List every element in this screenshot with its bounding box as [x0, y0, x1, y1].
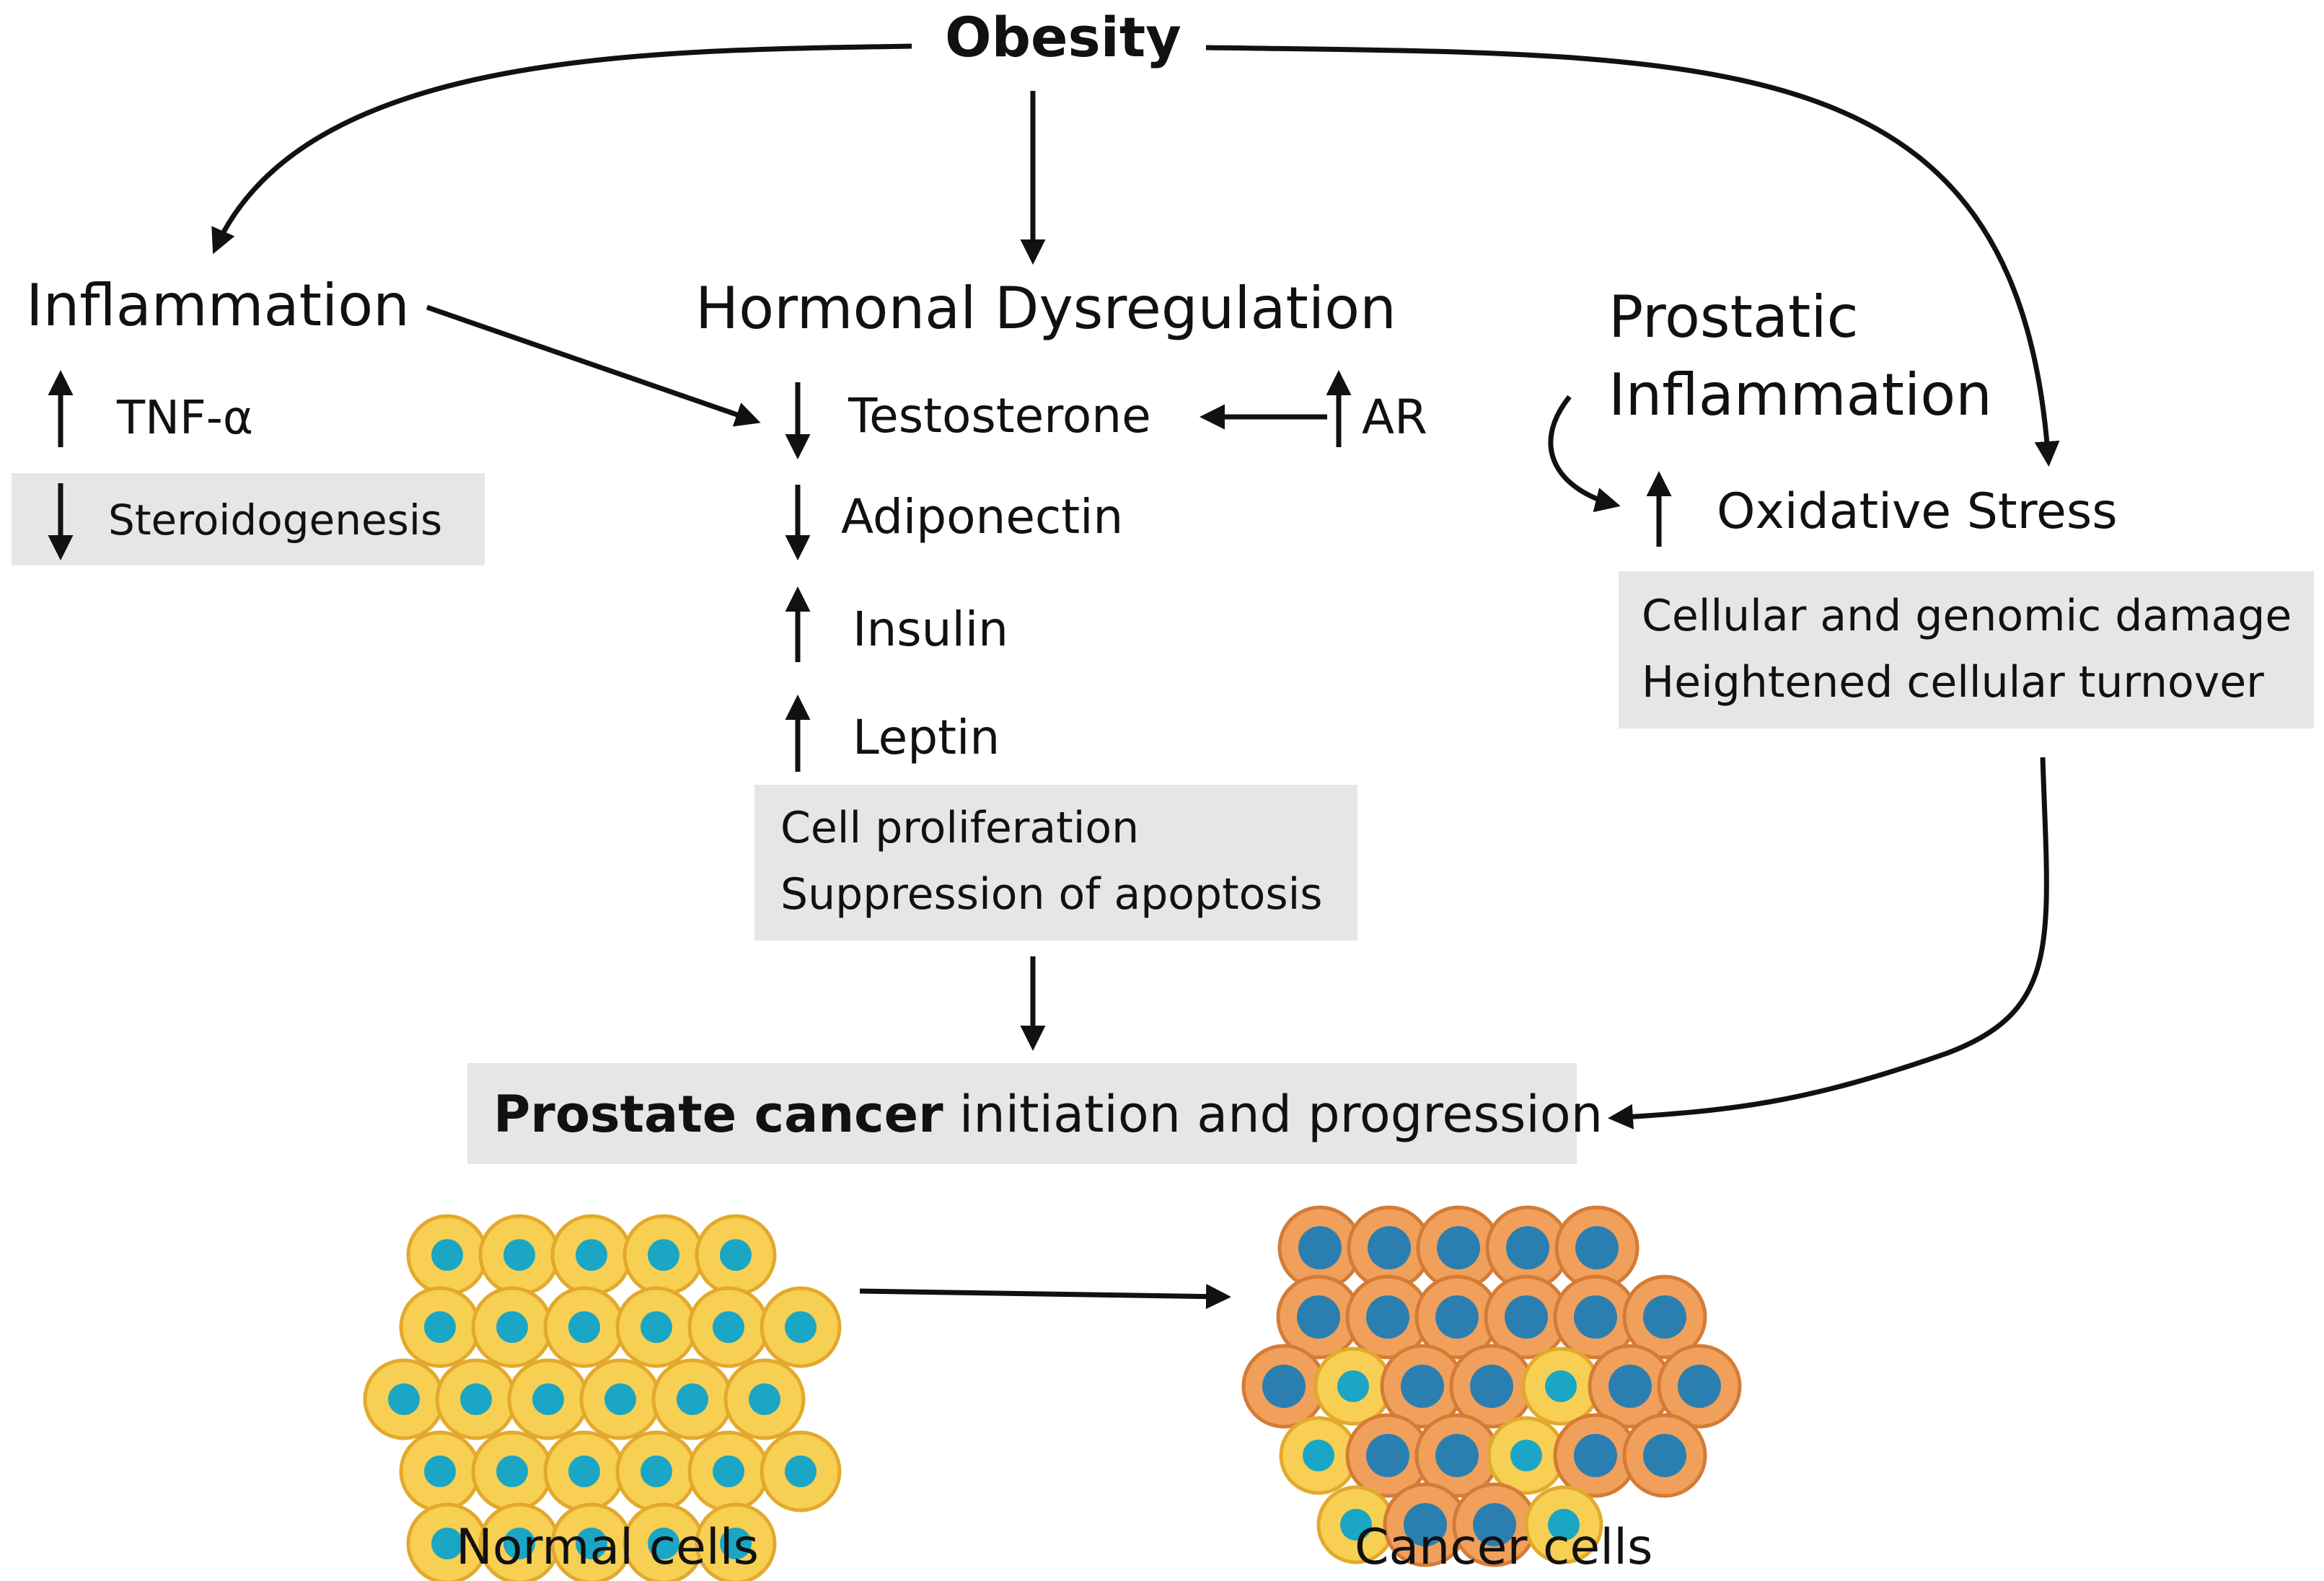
cancer-cell-nucleus — [1366, 1434, 1409, 1477]
normal-cell-nucleus — [720, 1528, 752, 1559]
genomic-damage-text: Cellular and genomic damage — [1642, 591, 2292, 641]
normal-cell-nucleus — [749, 1383, 780, 1415]
prostatic-heading-line1: Prostatic — [1608, 283, 1859, 351]
steroidogenesis-box — [12, 473, 485, 565]
cancer-cell-nucleus — [1575, 1226, 1619, 1269]
testosterone-label: Testosterone — [848, 388, 1151, 444]
cancer-cell-nucleus — [1643, 1434, 1686, 1477]
normal-cell-nucleus — [1303, 1440, 1334, 1471]
cancer-cell-nucleus — [1473, 1503, 1516, 1546]
normal-cell-nucleus — [431, 1528, 463, 1559]
normal-cell-nucleus — [1337, 1370, 1369, 1402]
cancer-cell-nucleus — [1506, 1226, 1549, 1269]
cancer-cell-nucleus — [1368, 1226, 1411, 1269]
oxidative-stress-label: Oxidative Stress — [1717, 483, 2118, 540]
hormonal-heading: Hormonal Dysregulation — [695, 275, 1396, 342]
arrow-normal-to-cancer — [859, 1284, 1231, 1310]
normal-cell-nucleus — [424, 1456, 456, 1487]
arrow-prostatic-box-to-outcome — [1608, 757, 2049, 1129]
adiponectin-label: Adiponectin — [841, 489, 1124, 545]
normal-cell-nucleus — [424, 1311, 456, 1343]
cancer-cell-nucleus — [1643, 1295, 1686, 1339]
normal-cell-nucleus — [1510, 1440, 1542, 1471]
normal-cell-nucleus — [576, 1239, 607, 1271]
normal-cell-nucleus — [431, 1239, 463, 1271]
ar-label: AR — [1362, 389, 1428, 445]
cancer-cell-nucleus — [1298, 1226, 1342, 1269]
leptin-label: Leptin — [853, 710, 1000, 765]
cancer-cell-nucleus — [1401, 1365, 1444, 1408]
insulin-label: Insulin — [853, 602, 1009, 657]
prostatic-effects-box — [1619, 571, 2314, 728]
normal-cell-nucleus — [496, 1311, 528, 1343]
cancer-cell-nucleus — [1505, 1295, 1548, 1339]
cancer-cells-cluster — [1241, 1205, 1742, 1567]
normal-cell-nucleus — [648, 1239, 679, 1271]
normal-cell-nucleus — [496, 1456, 528, 1487]
prostatic-heading-line2: Inflammation — [1608, 361, 1992, 428]
steroidogenesis-label: Steroidogenesis — [108, 496, 443, 545]
normal-cell-nucleus — [568, 1311, 600, 1343]
cell-proliferation-text: Cell proliferation — [780, 803, 1140, 853]
cancer-cell-nucleus — [1404, 1503, 1447, 1546]
outcome-box — [467, 1063, 1577, 1164]
cancer-cell-nucleus — [1470, 1365, 1513, 1408]
normal-cell-nucleus — [677, 1383, 708, 1415]
cellular-turnover-text: Heightened cellular turnover — [1642, 657, 2264, 708]
cancer-cell-nucleus — [1435, 1434, 1479, 1477]
arrow-obesity-to-oxidative — [1205, 45, 2060, 467]
cancer-cell-nucleus — [1297, 1295, 1340, 1339]
normal-cell-nucleus — [532, 1383, 564, 1415]
outcome-rest: initiation and progression — [943, 1085, 1603, 1144]
normal-cell-nucleus — [641, 1311, 672, 1343]
normal-cell-nucleus — [460, 1383, 492, 1415]
normal-cell-nucleus — [785, 1311, 817, 1343]
cancer-cell-nucleus — [1574, 1295, 1617, 1339]
outcome-label: Prostate cancer initiation and progressi… — [493, 1089, 1603, 1140]
normal-cell-nucleus — [713, 1456, 744, 1487]
normal-cell-nucleus — [720, 1239, 752, 1271]
normal-cell-nucleus — [568, 1456, 600, 1487]
cancer-cell-nucleus — [1678, 1365, 1721, 1408]
normal-cell-nucleus — [604, 1383, 636, 1415]
inflammation-heading: Inflammation — [26, 272, 410, 339]
cancer-cell-nucleus — [1262, 1365, 1306, 1408]
normal-cell-nucleus — [713, 1311, 744, 1343]
normal-cell-nucleus — [388, 1383, 420, 1415]
normal-cells-label: Normal cells — [456, 1519, 760, 1576]
cancer-cell-nucleus — [1366, 1295, 1409, 1339]
cancer-cell-nucleus — [1435, 1295, 1479, 1339]
obesity-title: Obesity — [945, 5, 1181, 69]
suppression-apoptosis-text: Suppression of apoptosis — [780, 869, 1323, 920]
normal-cell-nucleus — [1340, 1509, 1372, 1541]
cancer-cell-nucleus — [1574, 1434, 1617, 1477]
normal-cell-nucleus — [1545, 1370, 1577, 1402]
tnf-label: TNF-α — [117, 392, 254, 445]
cancer-cell-nucleus — [1608, 1365, 1652, 1408]
normal-cell-nucleus — [641, 1456, 672, 1487]
hormonal-effects-box — [754, 785, 1357, 941]
arrow-obesity-to-inflammation — [211, 43, 912, 255]
normal-cell-nucleus — [785, 1456, 817, 1487]
outcome-bold: Prostate cancer — [493, 1085, 943, 1144]
cancer-cells-label: Cancer cells — [1355, 1519, 1653, 1576]
arrow-inflammation-to-testosterone — [426, 304, 761, 427]
normal-cells-cluster — [363, 1214, 842, 1581]
normal-cell-nucleus — [503, 1528, 535, 1559]
normal-cell-nucleus — [576, 1528, 607, 1559]
arrow-prostatic-to-oxidative — [1548, 395, 1621, 513]
normal-cell-nucleus — [648, 1528, 679, 1559]
normal-cell-nucleus — [1548, 1509, 1580, 1541]
cancer-cell-nucleus — [1437, 1226, 1480, 1269]
normal-cell-nucleus — [503, 1239, 535, 1271]
